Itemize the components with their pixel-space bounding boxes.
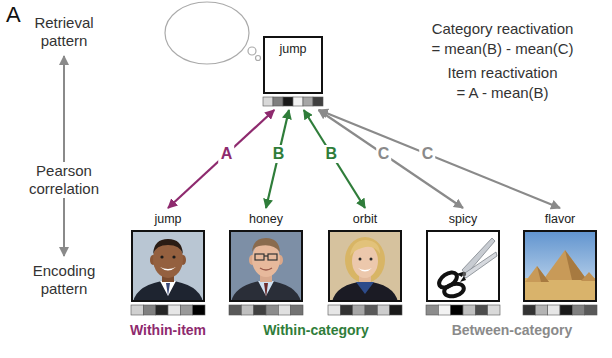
pattern-box: jump	[263, 36, 323, 94]
word-label: flavor	[513, 209, 607, 229]
axis-label: Retrieval pattern	[14, 14, 114, 50]
thought-bubble	[165, 0, 261, 69]
edge-letter: C	[420, 145, 436, 163]
face-photo	[328, 230, 402, 302]
edge-letter: A	[219, 145, 235, 163]
object-photo	[426, 230, 500, 302]
photo-frame	[328, 230, 402, 302]
pattern-bar	[523, 305, 597, 315]
photo-frame	[229, 230, 303, 302]
axis-label: Encoding pattern	[14, 262, 114, 298]
edge-letter: B	[324, 145, 340, 163]
group-label: Within-category	[236, 322, 396, 339]
formula-text: Category reactivation	[400, 20, 605, 38]
formula-text: = mean(B) - mean(C)	[400, 40, 605, 58]
face-photo	[131, 230, 205, 302]
photo-frame	[131, 230, 205, 302]
encoding-node: orbit	[328, 209, 402, 316]
correlation-connector	[168, 110, 274, 208]
edge-letter: B	[271, 145, 287, 163]
encoding-node: flavor	[523, 209, 597, 316]
pattern-bar	[263, 97, 323, 106]
correlation-connector	[266, 110, 289, 208]
word-label: orbit	[318, 209, 412, 229]
correlation-arrow	[63, 56, 65, 256]
group-label: Between-category	[432, 322, 592, 339]
photo-frame	[523, 230, 597, 302]
word-label: spicy	[416, 209, 510, 229]
pattern-bar	[328, 305, 402, 315]
group-label: Within-item	[98, 322, 238, 339]
encoding-node: honey	[229, 209, 303, 316]
pattern-bar	[426, 305, 500, 315]
photo-frame	[426, 230, 500, 302]
panel-letter: A	[6, 2, 36, 28]
face-photo	[229, 230, 303, 302]
pattern-bar	[131, 305, 205, 315]
encoding-node: jump	[131, 209, 205, 316]
correlation-connector	[319, 110, 560, 208]
formula-text: Item reactivation	[400, 64, 605, 82]
pattern-bar	[229, 305, 303, 315]
word-label: jump	[121, 209, 215, 229]
edge-letter: C	[376, 145, 392, 163]
formula-text: = A - mean(B)	[400, 84, 605, 102]
scene-photo	[523, 230, 597, 302]
retrieval-node: jump	[263, 36, 323, 108]
axis-label: Pearson correlation	[14, 162, 114, 198]
word-label: honey	[219, 209, 313, 229]
word-label: jump	[265, 38, 321, 58]
encoding-node: spicy	[426, 209, 500, 316]
